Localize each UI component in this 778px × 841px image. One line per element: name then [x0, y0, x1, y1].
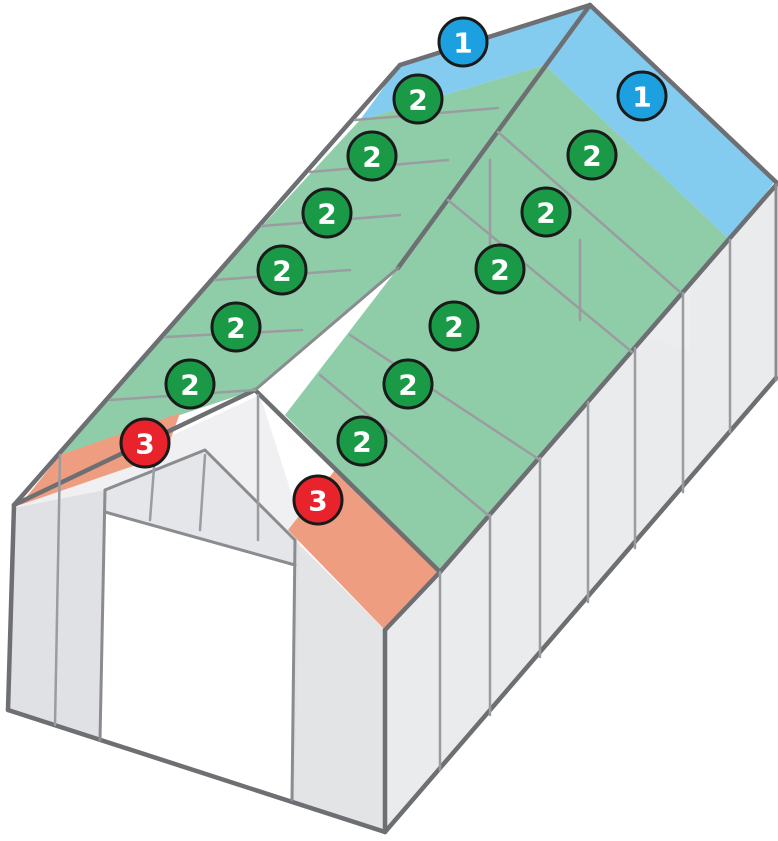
badge-label: 2: [317, 198, 336, 231]
badge-label: 1: [632, 81, 651, 114]
badge-roof-panel-2: 2: [566, 129, 618, 181]
badge-roof-panel-2: 2: [164, 358, 216, 410]
badge-roof-panel-2: 2: [474, 243, 526, 295]
door-opening: [100, 512, 295, 800]
badge-label: 2: [352, 426, 371, 459]
badge-label: 3: [135, 428, 154, 461]
badge-label: 2: [490, 254, 509, 287]
badge-roof-panel-2: 2: [428, 300, 480, 352]
badge-circle: [566, 129, 618, 181]
badge-circle: [256, 244, 308, 296]
badge-circle: [392, 73, 444, 125]
badge-circle: [428, 300, 480, 352]
badge-roof-panel-2: 2: [346, 130, 398, 182]
badge-label: 2: [226, 312, 245, 345]
badge-label: 2: [398, 369, 417, 402]
badge-label: 2: [408, 84, 427, 117]
badge-roof-panel-2: 2: [382, 358, 434, 410]
badge-circle: [474, 243, 526, 295]
badge-circle: [346, 130, 398, 182]
badge-roof-panel-2: 2: [520, 186, 572, 238]
roof-vent-far-right: [545, 5, 776, 240]
badge-label: 2: [444, 311, 463, 344]
badge-roof-vent-1: 1: [616, 70, 668, 122]
badge-circle: [210, 301, 262, 353]
badge-label: 2: [362, 141, 381, 174]
badge-roof-panel-2: 2: [256, 244, 308, 296]
badge-gable-panel-3: 3: [119, 417, 171, 469]
badge-roof-vent-1: 1: [437, 16, 489, 68]
badge-label: 1: [453, 27, 472, 60]
badge-label: 2: [180, 369, 199, 402]
roof-right-slope: [285, 65, 730, 572]
badge-label: 2: [536, 197, 555, 230]
front-wall-right: [292, 540, 385, 832]
badge-gable-panel-3: 3: [292, 474, 344, 526]
badge-circle: [292, 474, 344, 526]
badge-roof-panel-2: 2: [392, 73, 444, 125]
badge-circle: [520, 186, 572, 238]
badge-circle: [336, 415, 388, 467]
frame: [5, 2, 778, 835]
badge-circle: [382, 358, 434, 410]
badge-roof-panel-2: 2: [210, 301, 262, 353]
badge-circle: [616, 70, 668, 122]
badge-label: 2: [272, 255, 291, 288]
badge-circle: [119, 417, 171, 469]
badge-circle: [164, 358, 216, 410]
badge-circle: [301, 187, 353, 239]
badge-roof-panel-2: 2: [336, 415, 388, 467]
badge-label: 3: [308, 485, 327, 518]
right-side-wall: [385, 188, 776, 832]
badge-roof-panel-2: 2: [301, 187, 353, 239]
badge-circle: [437, 16, 489, 68]
badge-label: 2: [582, 140, 601, 173]
